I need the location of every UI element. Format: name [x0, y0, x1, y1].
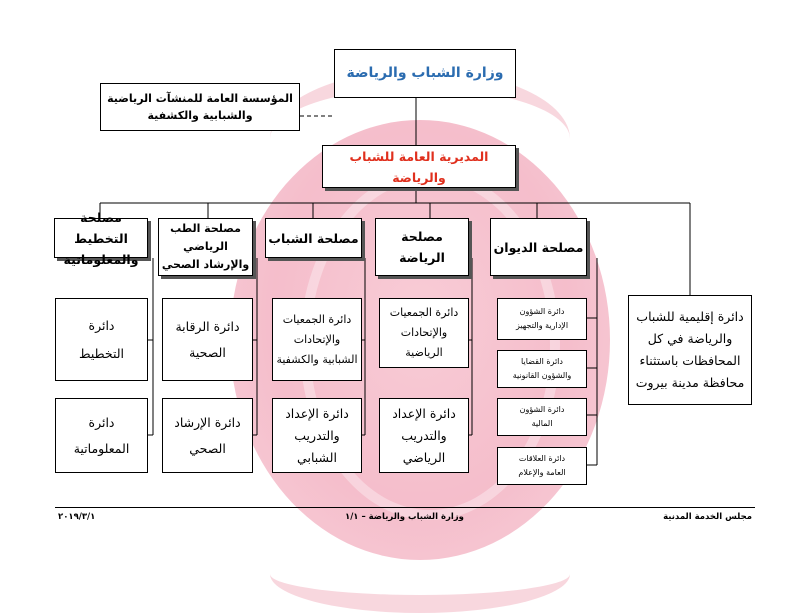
footer-date: ٢٠١٩/٣/١	[58, 512, 96, 522]
footer-council: مجلس الخدمة المدنية	[663, 512, 752, 522]
dept-youth-associations-line-2: والإتحادات	[293, 332, 341, 346]
service-planning-line-2: والمعلوماتية	[63, 251, 139, 267]
dept-regional-line-2: والرياضة في كل	[647, 331, 733, 346]
dept-informatics-line-1: دائرة	[88, 414, 115, 430]
dept-youth-training-line-3: الشبابي	[297, 449, 337, 465]
dept-planning: دائرة التخطيط	[55, 298, 148, 381]
service-sport-line-2: الرياضة	[399, 250, 445, 265]
dept-youth-training-line-1: دائرة الإعداد	[285, 405, 349, 421]
dept-sport-training-line-2: والتدريب	[401, 427, 447, 443]
dept-public-relations-line-2: العامة والإعلام	[518, 468, 566, 477]
dept-health-control-line-1: دائرة الرقابة	[175, 318, 240, 334]
dept-financial-affairs: دائرة الشؤون المالية	[497, 398, 587, 436]
directorate-title: المديرية العامة للشباب والرياضة	[349, 148, 489, 185]
dept-planning-line-1: دائرة	[88, 317, 115, 333]
dept-financial-affairs-line-2: المالية	[531, 419, 553, 428]
dept-financial-affairs-line-1: دائرة الشؤون	[519, 405, 565, 414]
dept-admin-affairs: دائرة الشؤون الإدارية والتجهيز	[497, 298, 587, 340]
dept-regional-line-1: دائرة إقليمية للشباب	[636, 309, 744, 324]
dept-planning-line-2: التخطيط	[79, 345, 125, 361]
institution-box: المؤسسة العامة للمنشآت الرياضية والشبابي…	[100, 83, 300, 131]
dept-sport-training: دائرة الإعداد والتدريب الرياضي	[379, 398, 469, 473]
service-sport-box: مصلحة الرياضة	[375, 218, 469, 276]
dept-health-guidance-line-1: دائرة الإرشاد	[174, 414, 241, 430]
service-medical-line-1: مصلحة الطب	[170, 222, 241, 235]
dept-legal-affairs-line-1: دائرة القضايا	[521, 357, 563, 366]
footer-rule	[55, 507, 755, 508]
service-youth-box: مصلحة الشباب	[265, 218, 362, 258]
service-sport-line-1: مصلحة	[401, 229, 443, 244]
dept-health-control: دائرة الرقابة الصحية	[162, 298, 253, 381]
service-planning-box: مصلحة التخطيط والمعلوماتية	[54, 210, 148, 267]
dept-youth-training: دائرة الإعداد والتدريب الشبابي	[272, 398, 362, 473]
service-medical-line-3: والإرشاد الصحي	[161, 258, 250, 271]
institution-line-2: والشبابية والكشفية	[147, 109, 253, 122]
dept-informatics: دائرة المعلوماتية	[55, 398, 148, 473]
dept-admin-affairs-line-1: دائرة الشؤون	[519, 307, 565, 316]
dept-health-guidance: دائرة الإرشاد الصحي	[162, 398, 253, 473]
dept-regional-line-3: المحافظات باستثناء	[639, 353, 741, 368]
dept-sport-associations: دائرة الجمعيات والإتحادات الرياضية	[379, 298, 469, 368]
institution-line-1: المؤسسة العامة للمنشآت الرياضية	[107, 92, 293, 105]
dept-public-relations-line-1: دائرة العلاقات	[518, 454, 566, 463]
dept-health-guidance-line-2: الصحي	[189, 440, 226, 456]
dept-regional-line-4: محافظة مدينة بيروت	[635, 375, 745, 390]
dept-youth-associations: دائرة الجمعيات والإتحادات الشبابية والكش…	[272, 298, 362, 381]
dept-youth-associations-line-3: الشبابية والكشفية	[276, 352, 358, 366]
footer-page-ref: وزارة الشباب والرياضة – ١/١	[345, 512, 464, 522]
dept-informatics-line-2: المعلوماتية	[73, 440, 130, 456]
dept-youth-training-line-2: والتدريب	[294, 427, 340, 443]
dept-regional: دائرة إقليمية للشباب والرياضة في كل المح…	[628, 295, 752, 405]
dept-youth-associations-line-1: دائرة الجمعيات	[282, 312, 352, 326]
service-youth-title: مصلحة الشباب	[268, 230, 359, 246]
dept-sport-associations-line-3: الرياضية	[405, 346, 443, 359]
ministry-box: وزارة الشباب والرياضة	[334, 49, 516, 98]
dept-public-relations: دائرة العلاقات العامة والإعلام	[497, 447, 587, 485]
service-diwan-box: مصلحة الديوان	[490, 218, 587, 276]
dept-sport-associations-line-2: والإتحادات	[400, 326, 448, 339]
service-medical-box: مصلحة الطب الرياضي والإرشاد الصحي	[158, 218, 253, 276]
ministry-title: وزارة الشباب والرياضة	[346, 65, 504, 81]
service-medical-line-2: الرياضي	[183, 240, 228, 253]
service-diwan-title: مصلحة الديوان	[493, 239, 584, 255]
dept-sport-associations-line-1: دائرة الجمعيات	[389, 306, 459, 319]
service-planning-line-1: مصلحة التخطيط	[74, 209, 128, 246]
dept-legal-affairs-line-2: والشؤون القانونية	[512, 371, 572, 380]
dept-sport-training-line-1: دائرة الإعداد	[392, 405, 456, 421]
directorate-box: المديرية العامة للشباب والرياضة	[322, 145, 516, 188]
dept-legal-affairs: دائرة القضايا والشؤون القانونية	[497, 350, 587, 388]
dept-admin-affairs-line-2: الإدارية والتجهيز	[515, 321, 569, 330]
dept-health-control-line-2: الصحية	[189, 344, 226, 360]
dept-sport-training-line-3: الرياضي	[402, 449, 446, 465]
